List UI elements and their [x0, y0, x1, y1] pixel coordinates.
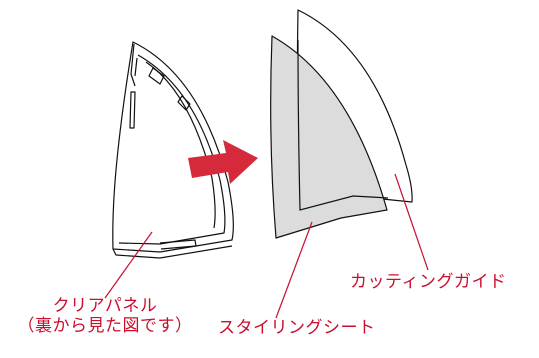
clear-panel-left-clip [129, 91, 136, 129]
cutting-guide-label: カッティングガイド [350, 272, 507, 292]
clear-panel-bottom-tab [159, 239, 197, 250]
leader-line-clear-panel [104, 231, 153, 299]
clear-panel-inner-wall [118, 54, 226, 245]
clear-panel-label-line2: （裏から見た図です） [17, 316, 193, 336]
clear-panel-label-line1: クリアパネル [52, 296, 158, 316]
clear-panel-right-clip [177, 95, 191, 111]
leader-line-styling-sheet [275, 221, 313, 319]
leader-lines [104, 173, 429, 319]
direction-arrow [188, 140, 258, 184]
clear-panel-clip-top [148, 67, 165, 85]
clear-panel-bottom-lip [112, 245, 233, 259]
clear-panel-rim [145, 61, 216, 229]
cutting-guide-overlap-edge [297, 39, 389, 211]
clear-panel [112, 41, 234, 259]
clear-panel-label: クリアパネル （裏から見た図です） [0, 296, 210, 336]
clear-panel-top-tab [130, 43, 138, 87]
styling-sheet-label: スタイリングシート [218, 318, 376, 338]
leader-line-cutting-guide [394, 173, 429, 271]
